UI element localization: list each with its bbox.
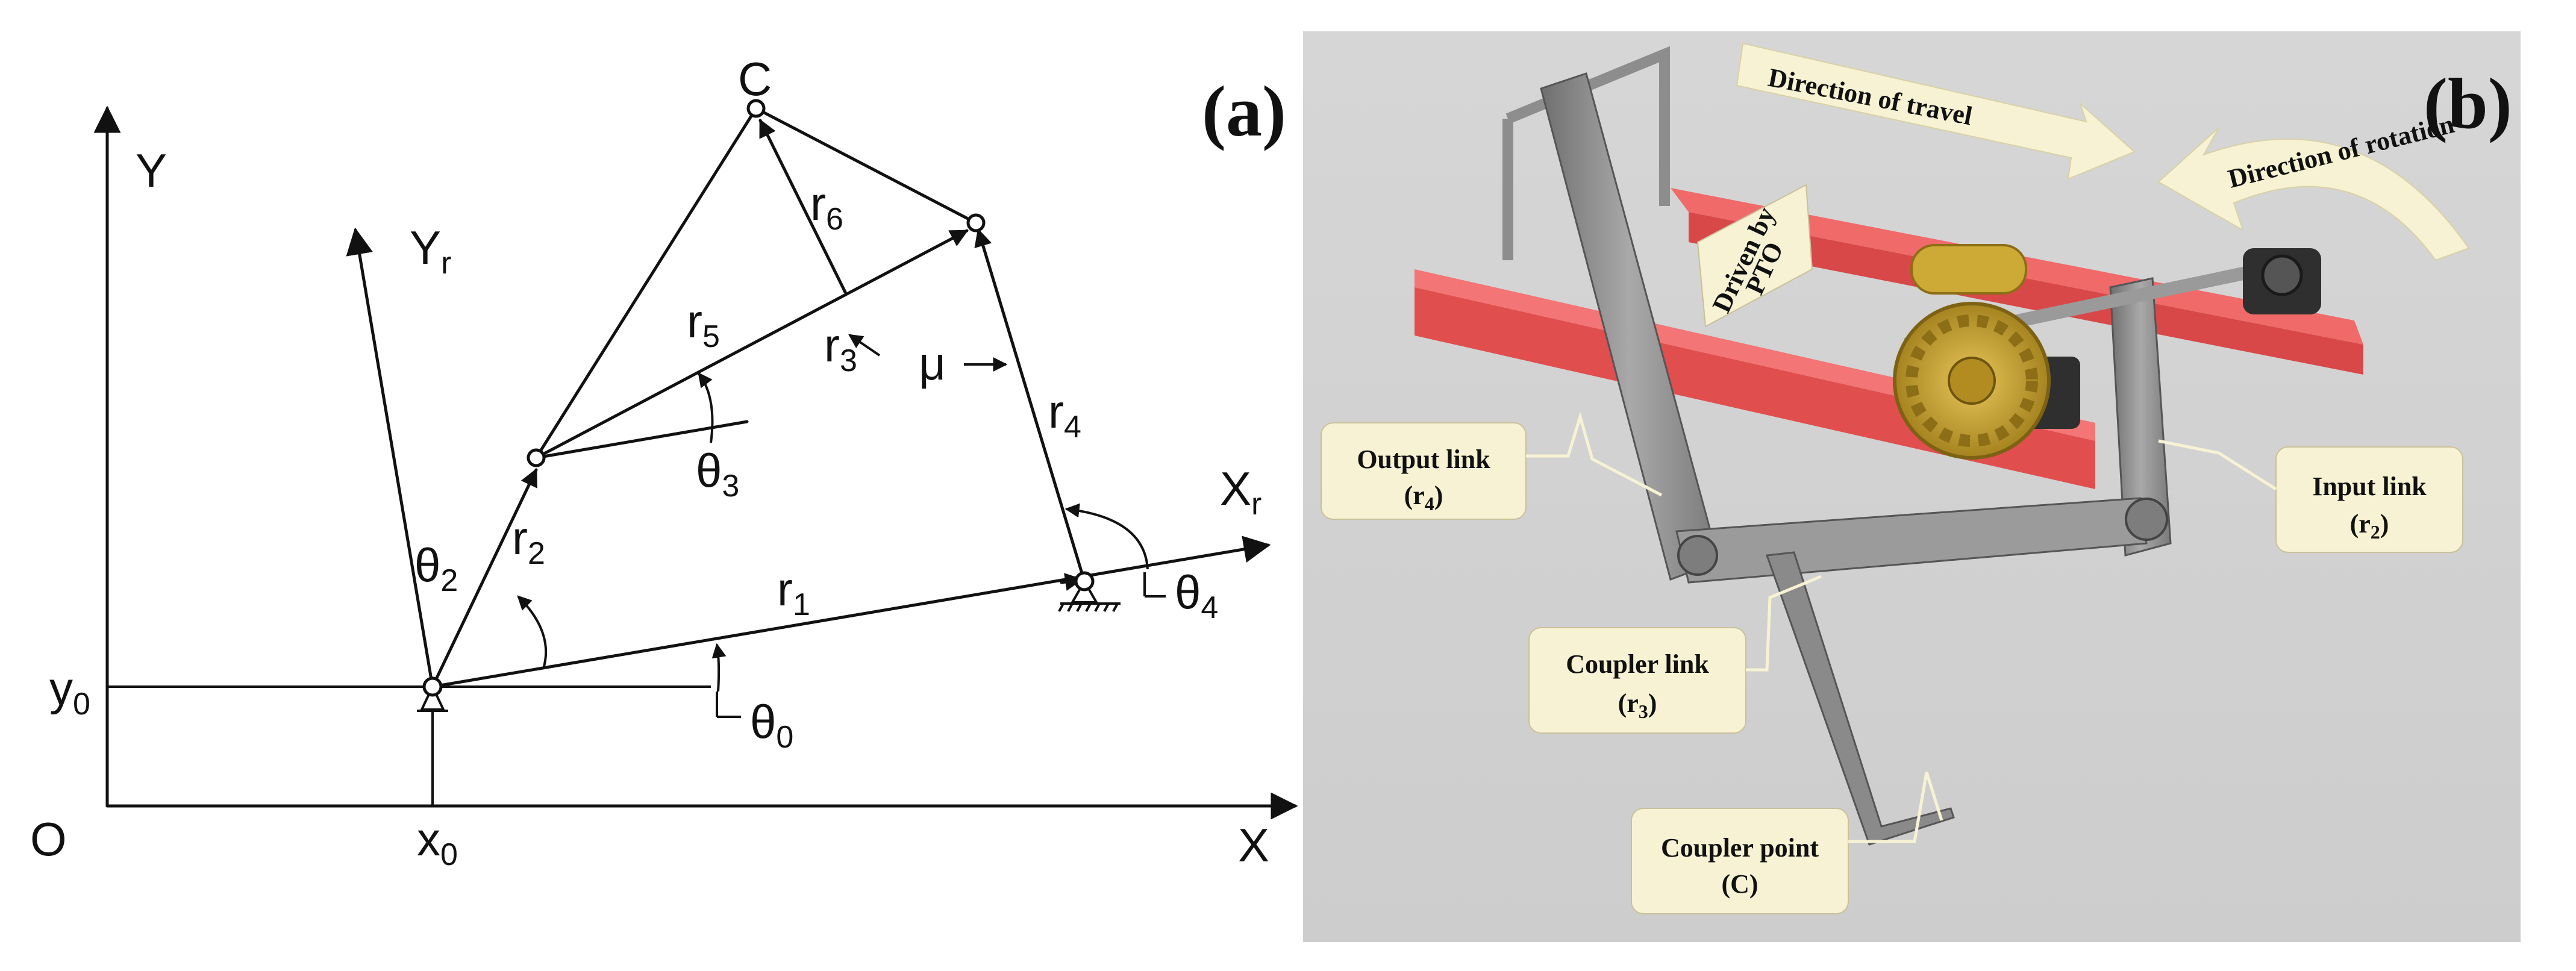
worm-screw <box>1910 244 2027 295</box>
joint-input <box>527 448 546 467</box>
ground-support-left <box>417 684 448 712</box>
panel-b-render: Driven by PTO Direction of travel Direct… <box>1303 31 2521 942</box>
link-r2 <box>431 468 538 688</box>
y0-label: y0 <box>49 662 90 722</box>
r3-label: r3 <box>824 319 857 378</box>
callout-output-link: Output link (r4) <box>1321 411 1663 520</box>
xr-axis-line <box>431 535 1271 688</box>
x-axis-label: X <box>1238 819 1269 872</box>
bearing-insert <box>2261 254 2303 296</box>
callout-coupler-point: Coupler point (C) <box>1631 772 1943 914</box>
theta4-arc <box>1064 503 1149 570</box>
tine-blade <box>1765 551 1955 846</box>
r1-label: r1 <box>777 563 810 622</box>
point-c-label: C <box>738 52 772 105</box>
svg-text:(r4): (r4) <box>1404 481 1443 514</box>
joint-output <box>966 213 986 233</box>
render-svg: Driven by PTO Direction of travel Direct… <box>1303 31 2521 942</box>
theta3-arc <box>698 372 714 443</box>
pin-output-coupler <box>1677 535 1718 576</box>
pin-input-coupler <box>2125 498 2168 541</box>
link-r5 <box>534 229 969 460</box>
xr-label: Xr <box>1220 462 1261 522</box>
theta2-arc <box>517 595 548 669</box>
worm-gear <box>1893 302 2051 460</box>
svg-text:Coupler point: Coupler point <box>1661 833 1819 863</box>
callout-input-link: Input link (r2) <box>2158 439 2463 553</box>
svg-text:(r2): (r2) <box>2350 509 2389 543</box>
mu-label: μ <box>919 337 946 390</box>
y-axis-label: Y <box>136 144 167 197</box>
link-triangle-top <box>754 107 978 225</box>
schematic-svg: X Y O y0 x0 Xr Yr C r1 <box>30 52 1298 872</box>
r4-label: r4 <box>1048 385 1081 445</box>
rear-rail-side <box>1689 212 2363 375</box>
r6-label: r6 <box>810 177 843 237</box>
theta3-label: θ3 <box>696 444 739 504</box>
r5-label: r5 <box>687 295 720 354</box>
joint-ground-right <box>1074 571 1095 592</box>
svg-text:(C): (C) <box>1721 869 1758 899</box>
r2-label: r2 <box>512 511 545 571</box>
svg-text:(r3): (r3) <box>1618 688 1657 722</box>
r3-pointer <box>848 334 881 357</box>
svg-text:Coupler link: Coupler link <box>1566 649 1709 679</box>
joint-ground-left <box>422 676 443 697</box>
theta0-arc <box>711 643 727 692</box>
link-coupler-side <box>534 107 758 460</box>
callout-coupler-link: Coupler link (r3) <box>1528 575 1822 734</box>
yr-label: Yr <box>410 221 451 281</box>
x0-label: x0 <box>417 813 458 872</box>
theta4-label: θ4 <box>1175 566 1218 625</box>
origin-label: O <box>30 813 67 866</box>
link-r4 <box>974 228 1086 583</box>
panel-a-schematic: X Y O y0 x0 Xr Yr C r1 <box>30 52 1298 872</box>
joint-coupler-point-c <box>746 99 766 118</box>
panel-a-tag: (a) <box>1202 71 1286 151</box>
link-r6 <box>758 119 847 294</box>
svg-text:Output link: Output link <box>1357 445 1490 474</box>
ground-support-right <box>1058 578 1121 612</box>
svg-text:Input link: Input link <box>2312 472 2427 501</box>
theta0-label: θ0 <box>750 695 793 755</box>
panel-b-tag: (b) <box>2424 63 2512 143</box>
theta2-label: θ2 <box>414 539 458 598</box>
yr-axis-line <box>346 227 434 688</box>
input-link-bar <box>2109 277 2172 557</box>
